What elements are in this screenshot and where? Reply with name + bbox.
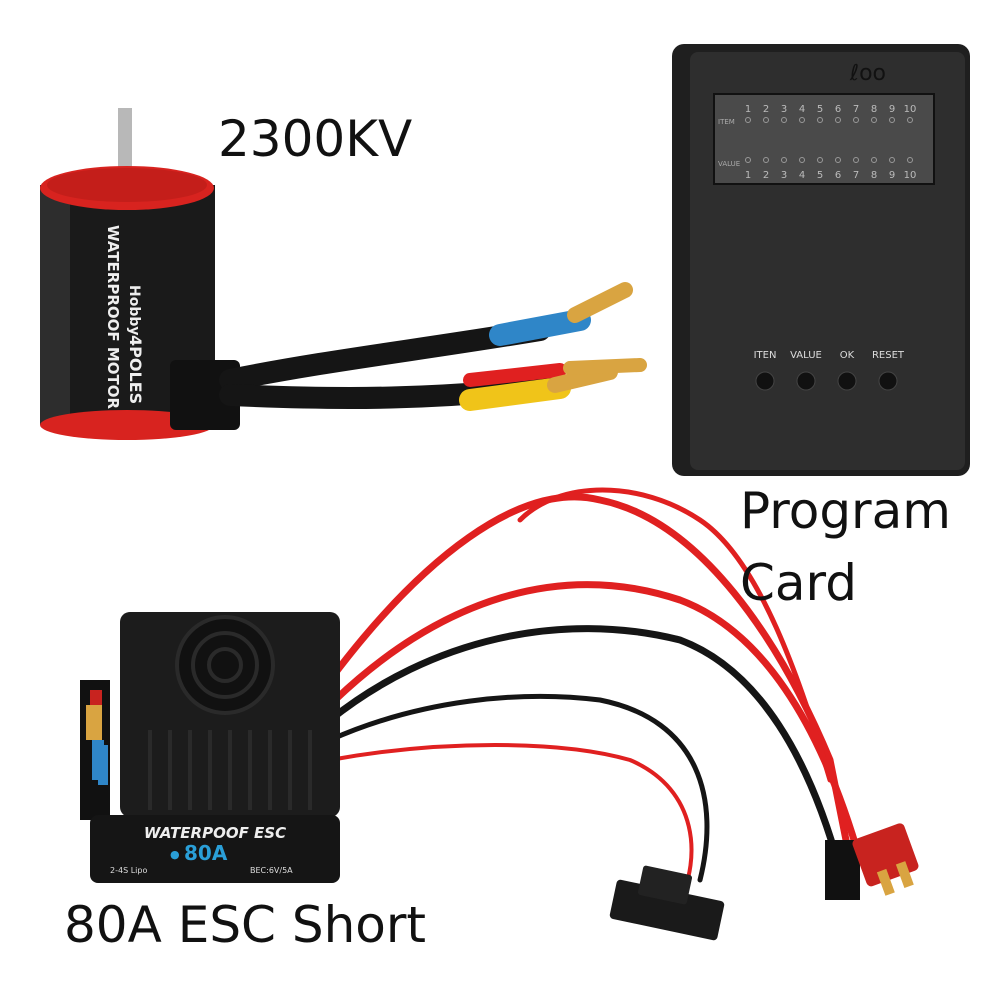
- card-button-value[interactable]: [796, 371, 816, 391]
- program-card-caption-line2: Card: [740, 554, 857, 612]
- value-led: [853, 157, 859, 163]
- brushless-motor: WATERPROOF MOTOR Hobby 4POLES: [40, 108, 647, 440]
- switch-icon: [609, 865, 725, 941]
- value-number: 2: [763, 170, 769, 181]
- item-led: [781, 117, 787, 123]
- card-button-ok[interactable]: [837, 371, 857, 391]
- item-number: 10: [904, 104, 917, 115]
- deans-t-plug: [852, 823, 919, 896]
- value-led: [745, 157, 751, 163]
- led-display: [713, 93, 935, 185]
- motor-label: WATERPROOF MOTOR: [104, 225, 122, 410]
- item-number: 5: [817, 104, 823, 115]
- value-number: 1: [745, 170, 751, 181]
- esc-wires: [326, 487, 864, 902]
- program-card-logo: ℓoo: [849, 61, 886, 86]
- value-led: [889, 157, 895, 163]
- value-number: 5: [817, 170, 823, 181]
- value-led: [835, 157, 841, 163]
- item-number: 7: [853, 104, 859, 115]
- value-number: 7: [853, 170, 859, 181]
- motor-brand: Hobby: [126, 285, 142, 336]
- item-led: [817, 117, 823, 123]
- item-number: 6: [835, 104, 841, 115]
- item-led: [763, 117, 769, 123]
- esc-title: WATERPOOF ESC: [144, 824, 286, 842]
- item-led: [889, 117, 895, 123]
- value-number: 3: [781, 170, 787, 181]
- program-card: ℓoo ITEM VALUE 1 1 2 2 3 3 4 4 5 5 6 6 7 7 8 8 9 9 10 10 IT…: [672, 44, 970, 476]
- program-card-caption-line1: Program: [740, 482, 951, 540]
- value-led: [781, 157, 787, 163]
- value-led: [763, 157, 769, 163]
- item-number: 3: [781, 104, 787, 115]
- item-led: [907, 117, 913, 123]
- item-led: [799, 117, 805, 123]
- value-led: [871, 157, 877, 163]
- value-number: 8: [871, 170, 877, 181]
- card-button-reset[interactable]: [878, 371, 898, 391]
- esc-cells: 2-4S Lipo: [110, 866, 147, 875]
- item-led: [871, 117, 877, 123]
- item-number: 9: [889, 104, 895, 115]
- value-number: 4: [799, 170, 805, 181]
- value-number: 6: [835, 170, 841, 181]
- card-buttons: ITEN VALUE OK RESET: [754, 350, 905, 391]
- value-row-label: VALUE: [718, 160, 740, 168]
- value-number: 9: [889, 170, 895, 181]
- esc-caption: 80A ESC Short: [64, 896, 427, 954]
- value-led: [907, 157, 913, 163]
- led-grid: 1 1 2 2 3 3 4 4 5 5 6 6 7 7 8 8 9 9 10 10: [745, 104, 917, 181]
- esc: WATERPOOF ESC ● 80A 2-4S Lipo BEC:6V/5A: [80, 612, 340, 883]
- value-led: [817, 157, 823, 163]
- card-button-label: VALUE: [790, 350, 822, 361]
- card-button-label: OK: [840, 350, 855, 361]
- motor-kv-caption: 2300KV: [218, 110, 413, 168]
- item-led: [745, 117, 751, 123]
- item-number: 2: [763, 104, 769, 115]
- item-number: 8: [871, 104, 877, 115]
- water-drop-icon: ●: [170, 848, 180, 861]
- esc-rating: 80A: [184, 841, 228, 865]
- item-led: [835, 117, 841, 123]
- item-led: [853, 117, 859, 123]
- value-led: [799, 157, 805, 163]
- card-button-iten[interactable]: [755, 371, 775, 391]
- card-button-label: ITEN: [754, 350, 777, 361]
- item-number: 4: [799, 104, 805, 115]
- esc-bec: BEC:6V/5A: [250, 866, 293, 875]
- value-number: 10: [904, 170, 917, 181]
- card-button-label: RESET: [872, 350, 905, 361]
- item-row-label: ITEM: [718, 118, 735, 126]
- item-number: 1: [745, 104, 751, 115]
- motor-poles: 4POLES: [126, 335, 145, 404]
- servo-plug: [825, 840, 860, 900]
